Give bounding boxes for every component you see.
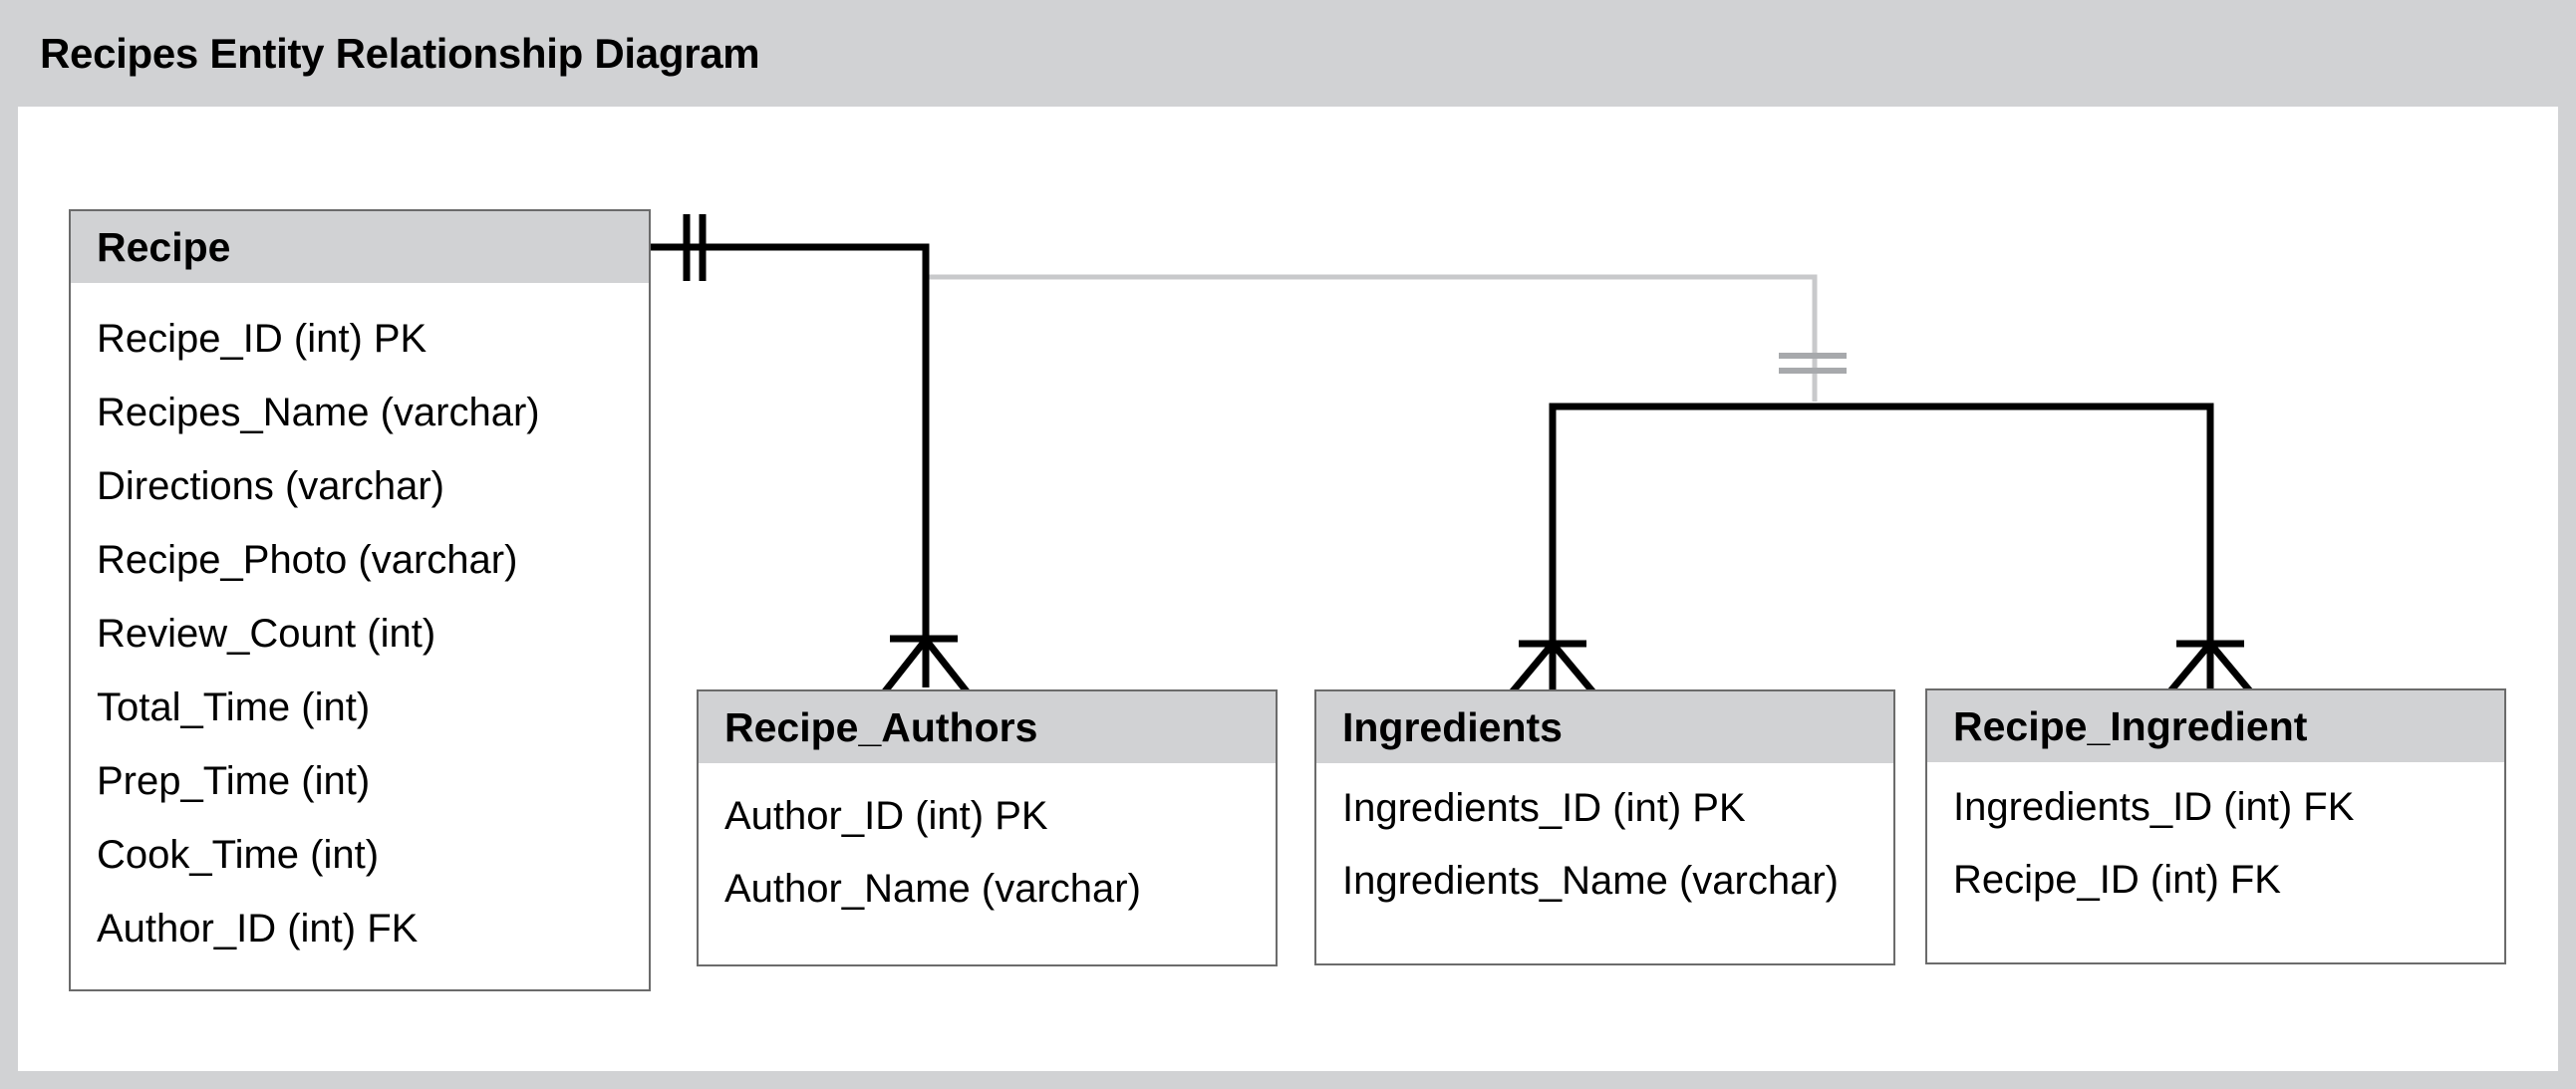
entity-recipe-ingredient[interactable]: Recipe_Ingredient Ingredients_ID (int) F… (1925, 688, 2506, 964)
entity-header: Recipe_Authors (699, 691, 1276, 763)
attribute: Directions (varchar) (97, 464, 444, 508)
crowfoot-authors (882, 634, 970, 694)
attribute: Ingredients_ID (int) PK (1342, 786, 1746, 830)
connector-recipe-authors (651, 243, 930, 687)
entity-header: Recipe_Ingredient (1927, 690, 2504, 762)
attribute: Review_Count (int) (97, 612, 436, 656)
attribute: Author_ID (int) PK (724, 794, 1048, 838)
attribute: Recipe_ID (int) PK (97, 317, 428, 361)
attribute-list: Ingredients_ID (int) PK Ingredients_Name… (1316, 763, 1893, 921)
attribute: Recipe_Photo (varchar) (97, 538, 518, 582)
attribute: Cook_Time (int) (97, 833, 380, 877)
attribute: Total_Time (int) (97, 685, 371, 729)
attribute-list: Recipe_ID (int) PK Recipes_Name (varchar… (71, 283, 649, 972)
diagram-title: Recipes Entity Relationship Diagram (40, 30, 760, 77)
attribute: Author_Name (varchar) (724, 867, 1141, 911)
crowfoot-recipe-ingredient (2166, 638, 2254, 695)
attribute: Ingredients_ID (int) FK (1953, 785, 2355, 829)
attribute: Author_ID (int) FK (97, 907, 419, 951)
attribute: Recipes_Name (varchar) (97, 391, 540, 434)
entity-header: Ingredients (1316, 691, 1893, 763)
attribute: Prep_Time (int) (97, 759, 371, 803)
connector-recipe-ingredients-branch (929, 274, 1818, 402)
entity-ingredients[interactable]: Ingredients Ingredients_ID (int) PK Ingr… (1314, 689, 1895, 965)
connector-ingredient-branch (1549, 403, 2214, 689)
entity-recipe-authors[interactable]: Recipe_Authors Author_ID (int) PK Author… (697, 689, 1278, 966)
attribute: Recipe_ID (int) FK (1953, 858, 2281, 902)
attribute-list: Author_ID (int) PK Author_Name (varchar) (699, 763, 1276, 929)
entity-recipe[interactable]: Recipe Recipe_ID (int) PK Recipes_Name (… (69, 209, 651, 991)
crowfoot-ingredients (1509, 638, 1596, 695)
attribute-list: Ingredients_ID (int) FK Recipe_ID (int) … (1927, 762, 2504, 920)
entity-header: Recipe (71, 211, 649, 283)
attribute: Ingredients_Name (varchar) (1342, 859, 1839, 903)
